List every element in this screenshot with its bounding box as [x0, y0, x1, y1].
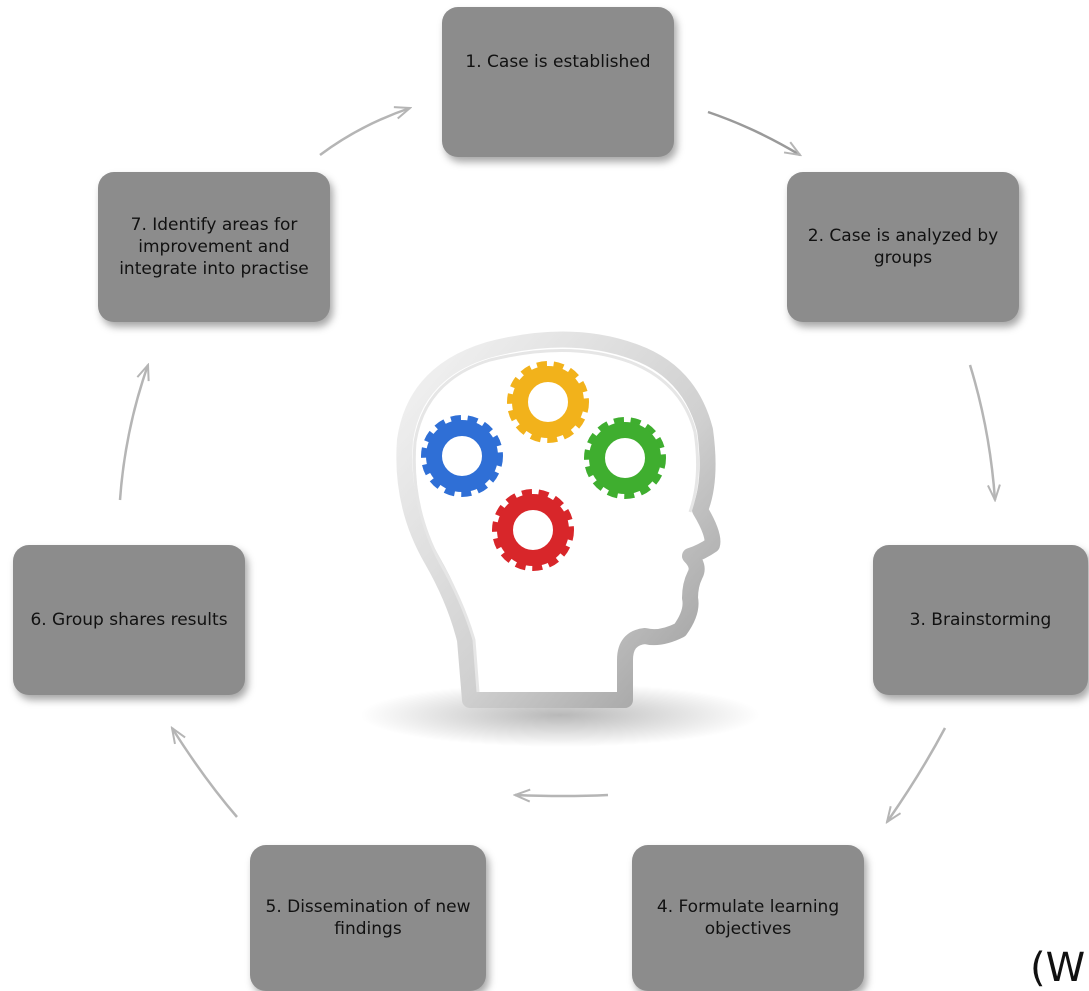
head-shadow — [360, 683, 760, 747]
arrow-1-to-2 — [707, 110, 800, 155]
arrow-5-to-6 — [172, 728, 238, 818]
step-6-box: 6. Group shares results — [13, 545, 245, 695]
step-4-box: 4. Formulate learning objectives — [632, 845, 864, 991]
step-5-label: 5. Dissemination of new findings — [265, 897, 471, 939]
gear-blue — [421, 415, 503, 497]
arrow-6-to-7 — [118, 365, 148, 501]
gear-red — [492, 489, 574, 571]
head-inner-edge — [412, 348, 700, 693]
step-6-label: 6. Group shares results — [30, 610, 228, 630]
step-1-label: 1. Case is established — [465, 52, 651, 72]
arrow-3-to-4 — [887, 727, 947, 822]
arrow-7-to-1 — [319, 108, 410, 157]
gear-green — [584, 417, 666, 499]
arrow-2-to-3 — [968, 364, 995, 500]
step-7-box: 7. Identify areas for improvement and in… — [98, 172, 330, 322]
step-3-box: 3. Brainstorming — [873, 545, 1088, 695]
step-2-box: 2. Case is analyzed by groups — [787, 172, 1019, 322]
step-3-label: 3. Brainstorming — [909, 610, 1052, 630]
step-4-label: 4. Formulate learning objectives — [656, 897, 840, 939]
step-7-label: 7. Identify areas for improvement and in… — [119, 215, 309, 279]
step-5-box: 5. Dissemination of new findings — [250, 845, 486, 991]
step-1-box: 1. Case is established — [442, 7, 674, 157]
gear-yellow — [507, 361, 589, 443]
step-2-label: 2. Case is analyzed by groups — [807, 226, 999, 268]
arrow-4-to-5 — [515, 795, 609, 796]
footnote-text: (W — [1030, 945, 1086, 991]
